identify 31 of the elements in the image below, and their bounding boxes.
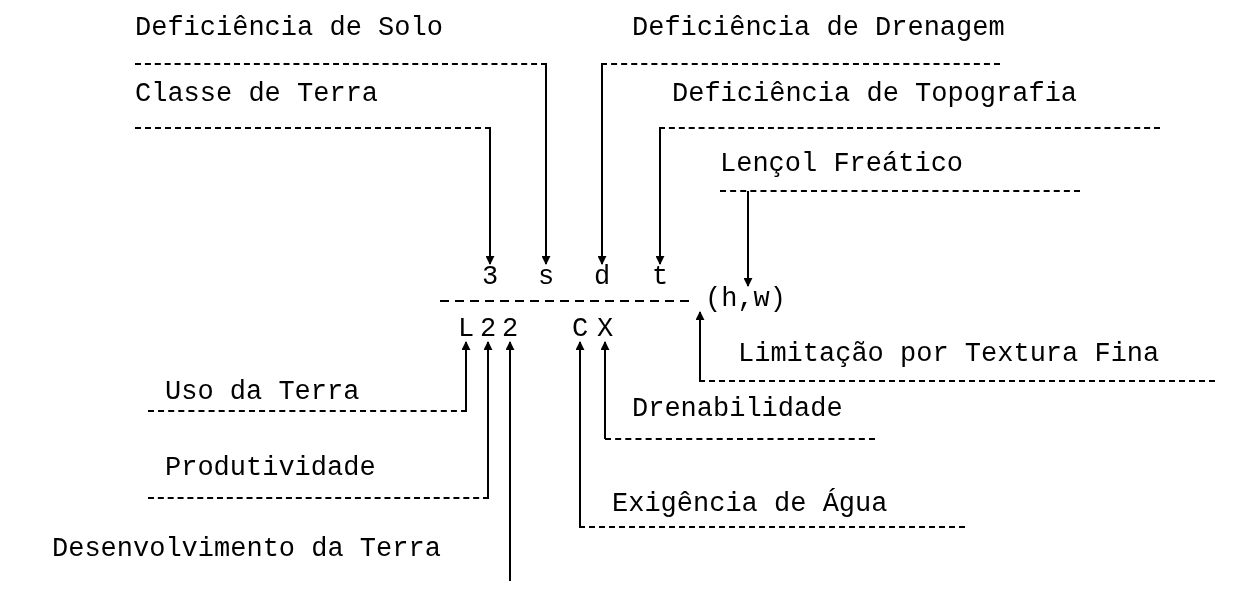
annotation-label: Limitação por Textura Fina [699,338,1215,382]
annotation-label: Drenabilidade [605,393,875,440]
code-symbol: L [457,314,475,344]
code-symbol: 2 [479,314,497,344]
code-symbol: 3 [481,262,499,292]
annotation-label: Uso da Terra [148,376,467,412]
code-symbol: (h,w) [705,284,786,314]
annotation-label: Classe de Terra [135,78,491,129]
annotation-label: Exigência de Água [579,488,965,528]
annotation-label: Deficiência de Solo [135,12,547,65]
code-symbol: X [596,314,614,344]
leader-line [483,341,493,499]
leader-line [655,127,665,265]
annotation-label: Produtividade [148,452,489,499]
code-symbol: s [537,262,555,292]
annotation-label: Desenvolvimento da Terra [52,533,511,582]
leader-line [743,190,753,287]
code-symbol: t [651,262,669,292]
leader-line [541,63,551,265]
code-symbol: d [593,262,611,292]
annotation-label: Deficiência de Topografia [659,78,1160,129]
leader-line [505,341,515,582]
leader-line [485,127,495,265]
code-symbol: C [571,314,589,344]
leader-line [597,63,607,265]
leader-line [575,341,585,528]
leader-line [600,341,610,440]
leader-line [461,341,471,412]
leader-line [695,311,705,382]
annotation-label: Lençol Freático [720,148,1080,192]
code-symbol: 2 [501,314,519,344]
